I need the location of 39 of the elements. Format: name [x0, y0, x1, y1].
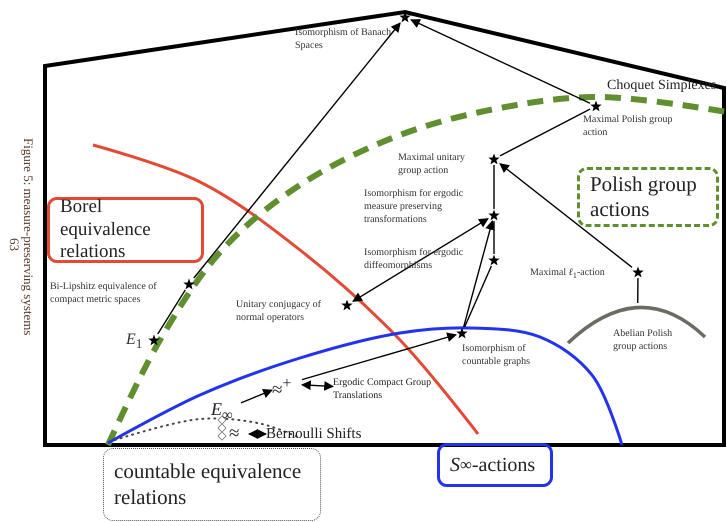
star-marker [590, 100, 602, 112]
arrow [352, 218, 489, 302]
star-caption: Maximal unitary group action [398, 151, 466, 177]
star-marker [148, 334, 160, 346]
arrow [193, 22, 401, 278]
star-caption: Isomorphism of Banach Spaces [295, 26, 392, 52]
star-marker [399, 11, 411, 23]
star-marker [632, 266, 644, 278]
star-caption: Maximal ℓ$_{1}$-action [530, 266, 606, 282]
star-caption: E$_{1}$ [126, 330, 144, 352]
star-marker [488, 209, 500, 221]
region-label: Abelian Polish group actions [613, 327, 674, 353]
arrow [462, 220, 495, 328]
term-label: E$_{∞}$ [211, 396, 241, 422]
star-caption: Isomorphism of countable graphs [462, 342, 532, 368]
star-marker [341, 299, 353, 311]
region-box: Polish group actions [577, 167, 719, 227]
star-marker [456, 327, 468, 339]
arrow [410, 19, 590, 104]
arrow [499, 163, 632, 268]
star-caption: Bi-Lipshitz equivalence of compact metric spaces [50, 280, 158, 306]
star-caption: Unitary conjugacy of normal operators [236, 298, 322, 324]
region-box: countable equivalence relations [103, 448, 321, 521]
figure-caption: Figure 5: measure-preserving systems [20, 138, 36, 336]
arrow [301, 380, 334, 391]
region-box: Borel equivalence relations [47, 197, 204, 263]
star-marker [488, 153, 500, 165]
term-label: ≈$^{+}$ [272, 372, 302, 396]
arrow [240, 388, 273, 404]
star-marker [488, 254, 500, 266]
star-caption: Isomorphism for ergodic measure preserving transformations [364, 187, 464, 226]
page-number: 63 [6, 238, 22, 251]
arrow [248, 429, 267, 439]
term-label: Bernoulli Shifts [266, 424, 362, 444]
arrow [302, 332, 457, 380]
term-label: Ergodic Compact Group Translations [333, 376, 433, 402]
term-label: ≈ [229, 424, 249, 444]
star-marker [183, 278, 195, 290]
star-caption: Maximal Polish group action [583, 113, 674, 139]
